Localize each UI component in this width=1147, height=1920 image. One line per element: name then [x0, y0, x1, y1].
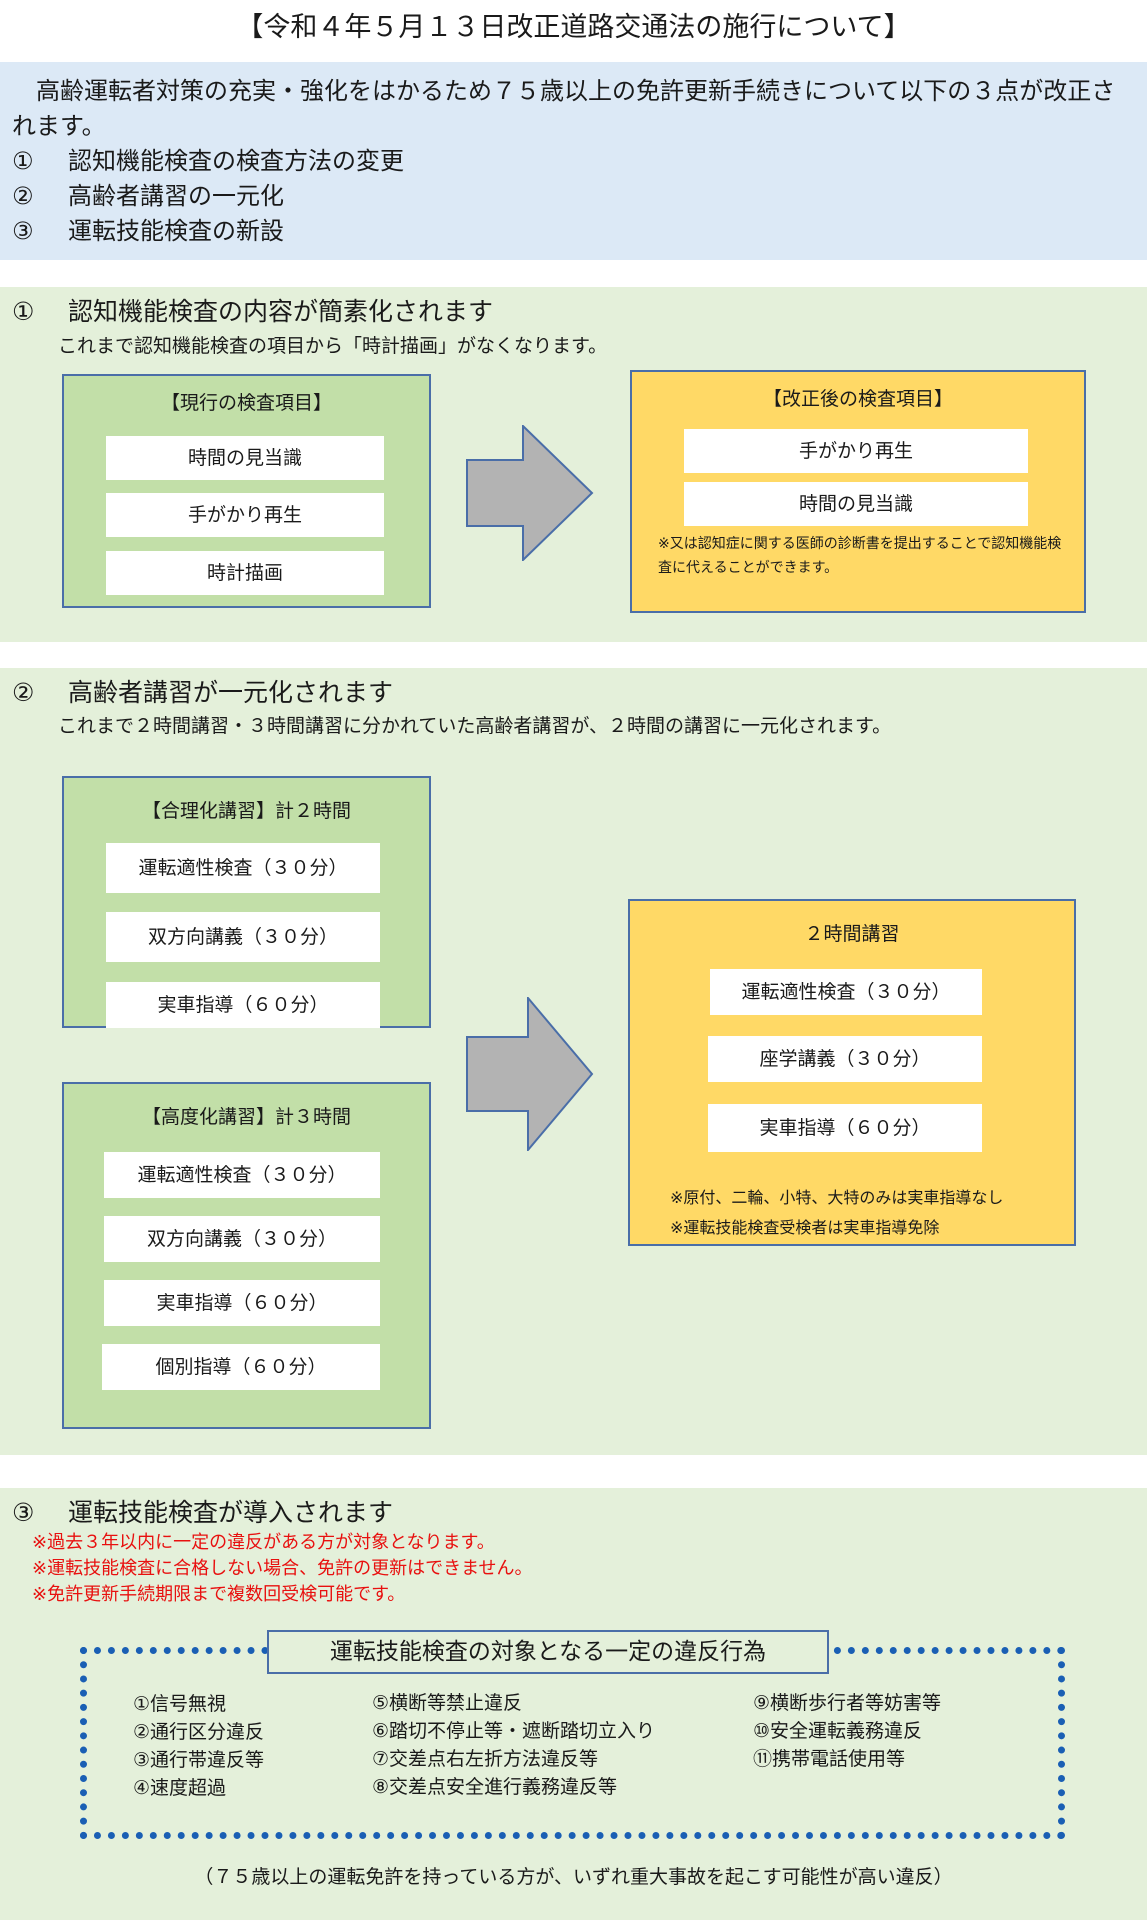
section-heading: ① 認知機能検査の内容が簡素化されます	[12, 295, 493, 329]
violation-item: ⑤横断等禁止違反	[372, 1692, 523, 1714]
lecture-item: 実車指導（６０分）	[708, 1104, 982, 1152]
box-title: 【改正後の検査項目】	[762, 388, 953, 410]
section-driving-skill-test: ③ 運転技能検査が導入されます ※過去３年以内に一定の違反がある方が対象となります…	[0, 1488, 1147, 1920]
violation-item: ①信号無視	[133, 1693, 227, 1715]
section-heading-text: 認知機能検査の内容が簡素化されます	[68, 297, 494, 326]
revised-items-box: 【改正後の検査項目】 手がかり再生 時間の見当識 ※又は認知症に関する医師の診断…	[630, 370, 1086, 613]
intro-item-num: ②	[12, 182, 34, 210]
box-title: 【高度化講習】計３時間	[141, 1106, 351, 1128]
violation-item: ⑧交差点安全進行義務違反等	[372, 1776, 618, 1798]
box-title: 【合理化講習】計２時間	[141, 800, 351, 822]
intro-item-text: 運転技能検査の新設	[68, 217, 284, 245]
intro-item-num: ③	[12, 217, 34, 245]
intro-item-text: 認知機能検査の検査方法の変更	[68, 147, 404, 175]
test-item: 時間の見当識	[106, 436, 384, 480]
lecture-item: 座学講義（３０分）	[708, 1036, 982, 1082]
intro-panel: 高齢運転者対策の充実・強化をはかるため７５歳以上の免許更新手続きについて以下の３…	[0, 62, 1147, 260]
current-items-box: 【現行の検査項目】 時間の見当識 手がかり再生 時計描画	[62, 374, 431, 608]
unified-note: ※運転技能検査受検者は実車指導免除	[670, 1218, 940, 1237]
section-number: ③	[12, 1498, 35, 1527]
lecture-item: 双方向講義（３０分）	[104, 1216, 380, 1262]
warning-note: ※過去３年以内に一定の違反がある方が対象となります。	[32, 1532, 495, 1553]
warning-note: ※免許更新手続期限まで複数回受検可能です。	[32, 1584, 406, 1605]
lecture-item: 運転適性検査（３０分）	[106, 843, 380, 893]
lecture-item: 実車指導（６０分）	[106, 982, 380, 1028]
intro-item-num: ①	[12, 147, 34, 175]
section-cognitive-test: ① 認知機能検査の内容が簡素化されます これまで認知機能検査の項目から「時計描画」…	[0, 287, 1147, 642]
lecture-item: 双方向講義（３０分）	[106, 912, 380, 962]
section-subtext: これまで２時間講習・３時間講習に分かれていた高齢者講習が、２時間の講習に一元化さ…	[58, 715, 892, 737]
section-number: ①	[12, 297, 35, 326]
right-arrow-icon	[466, 425, 594, 561]
violation-item: ⑪携帯電話使用等	[753, 1748, 906, 1770]
lecture-item: 実車指導（６０分）	[104, 1280, 380, 1326]
section-heading: ③ 運転技能検査が導入されます	[12, 1496, 393, 1530]
revised-note: ※又は認知症に関する医師の診断書を提出することで認知機能検査に代えることができま…	[658, 536, 1062, 576]
test-item: 手がかり再生	[684, 429, 1028, 473]
intro-lead: 高齢運転者対策の充実・強化をはかるため７５歳以上の免許更新手続きについて以下の３…	[12, 77, 1116, 140]
section-heading: ② 高齢者講習が一元化されます	[12, 676, 393, 710]
test-item: 時計描画	[106, 551, 384, 595]
section-number: ②	[12, 678, 35, 707]
violation-item: ④速度超過	[133, 1777, 227, 1799]
violation-item: ③通行帯違反等	[133, 1749, 265, 1771]
intro-item: ① 認知機能検査の検査方法の変更	[12, 144, 404, 179]
violation-item: ⑨横断歩行者等妨害等	[753, 1692, 942, 1714]
right-arrow-icon	[466, 997, 594, 1151]
section-heading-text: 運転技能検査が導入されます	[68, 1498, 394, 1527]
test-item: 時間の見当識	[684, 482, 1028, 526]
section-lecture: ② 高齢者講習が一元化されます これまで２時間講習・３時間講習に分かれていた高齢者…	[0, 668, 1147, 1455]
page-title: 【令和４年５月１３日改正道路交通法の施行について】	[236, 12, 911, 43]
violation-item: ⑥踏切不停止等・遮断踏切立入り	[372, 1720, 656, 1742]
violation-item: ⑦交差点右左折方法違反等	[372, 1748, 599, 1770]
warning-note: ※運転技能検査に合格しない場合、免許の更新はできません。	[32, 1558, 533, 1579]
lecture-item: 運転適性検査（３０分）	[104, 1152, 380, 1198]
intro-item: ② 高齢者講習の一元化	[12, 179, 284, 214]
violations-title: 運転技能検査の対象となる一定の違反行為	[267, 1630, 829, 1674]
intro-item-text: 高齢者講習の一元化	[68, 182, 284, 210]
intro-item: ③ 運転技能検査の新設	[12, 214, 284, 249]
test-item: 手がかり再生	[106, 493, 384, 537]
section-heading-text: 高齢者講習が一元化されます	[68, 678, 394, 707]
box-title: ２時間講習	[804, 923, 900, 945]
section-subtext: これまで認知機能検査の項目から「時計描画」がなくなります。	[58, 335, 608, 357]
violation-item: ②通行区分違反	[133, 1721, 265, 1743]
unified-note: ※原付、二輪、小特、大特のみは実車指導なし	[670, 1188, 1004, 1207]
lecture-item: 運転適性検査（３０分）	[710, 969, 982, 1015]
violations-footnote: （７５歳以上の運転免許を持っている方が、いずれ重大事故を起こす可能性が高い違反）	[194, 1866, 953, 1888]
box-title: 【現行の検査項目】	[160, 392, 332, 414]
advanced-lecture-box: 【高度化講習】計３時間 運転適性検査（３０分） 双方向講義（３０分） 実車指導（…	[62, 1082, 431, 1429]
rational-lecture-box: 【合理化講習】計２時間 運転適性検査（３０分） 双方向講義（３０分） 実車指導（…	[62, 776, 431, 1028]
lecture-item: 個別指導（６０分）	[102, 1344, 380, 1390]
violation-item: ⑩安全運転義務違反	[753, 1720, 923, 1742]
unified-lecture-box: ２時間講習 運転適性検査（３０分） 座学講義（３０分） 実車指導（６０分） ※原…	[628, 899, 1076, 1246]
